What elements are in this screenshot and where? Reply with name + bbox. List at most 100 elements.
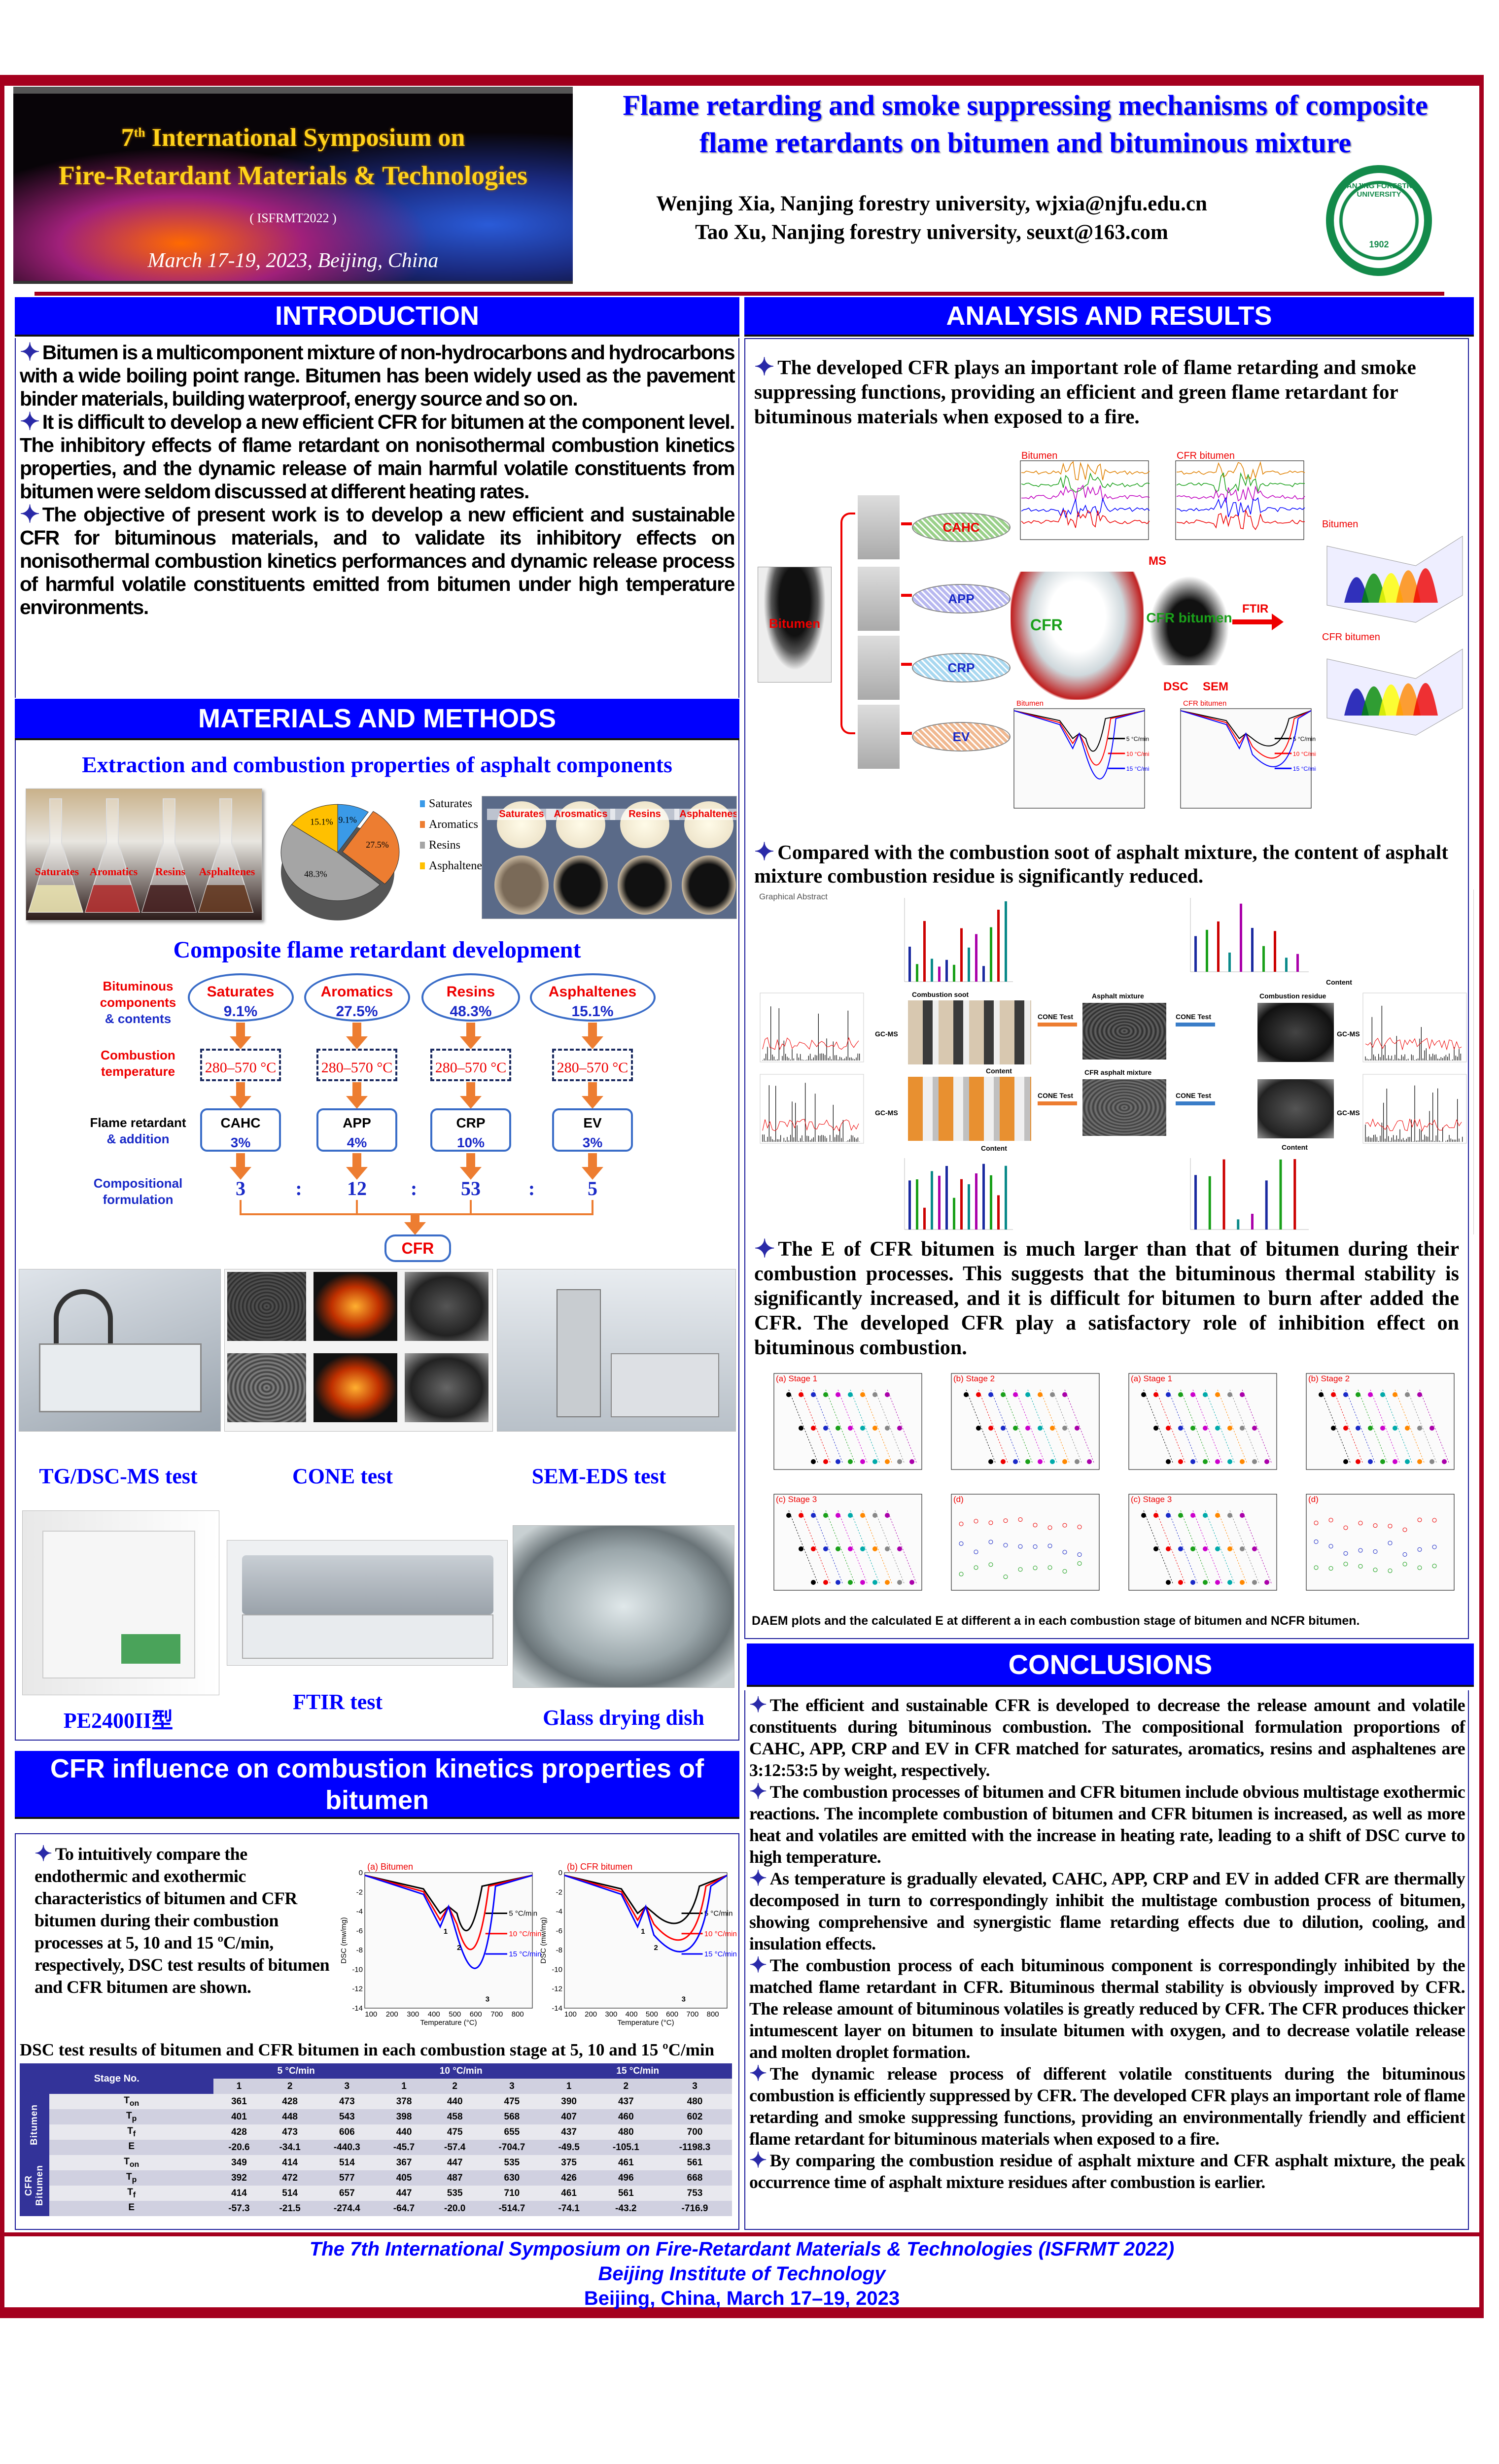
data-point	[1013, 1426, 1018, 1431]
fit-line	[825, 1389, 856, 1464]
fit-line	[1027, 1389, 1058, 1464]
legend-swatch	[420, 842, 425, 849]
data-point	[1190, 1426, 1195, 1431]
value-cell: -57.3	[228, 2203, 250, 2214]
label-tg-dsc-ms: TG/DSC-MS test	[39, 1464, 198, 1488]
stage-number: 2	[594, 2079, 658, 2094]
data-point	[885, 1392, 890, 1397]
temperature-box: 280–570 °C	[316, 1049, 397, 1081]
legend-item: Saturates	[420, 793, 489, 814]
temperature-box: 280–570 °C	[430, 1049, 511, 1081]
group-label: Bitumen	[20, 2094, 49, 2155]
legend-label: 10 °C/min	[1293, 751, 1316, 757]
fit-line	[1205, 1389, 1235, 1464]
row-label-text: Compositional	[93, 1176, 183, 1191]
daem-plot: (b) Stage 2	[1306, 1373, 1455, 1470]
stage-number: 3	[657, 2079, 732, 2094]
ms-trace	[1021, 472, 1150, 493]
e-point	[988, 1520, 993, 1525]
data-point	[1319, 1392, 1324, 1397]
data-point	[811, 1426, 816, 1431]
dsc-curve-10	[564, 1875, 728, 1941]
ms-label: MS	[1149, 554, 1166, 568]
analysis-paragraph-1: The developed CFR plays an important rol…	[754, 356, 1416, 428]
ms-trace	[1021, 484, 1150, 502]
legend-swatch	[420, 800, 425, 807]
bar	[968, 1184, 970, 1230]
value-cell: 753	[687, 2188, 703, 2198]
data-point	[836, 1459, 840, 1464]
fit-line	[825, 1510, 856, 1585]
legend-label: 10 °C/min	[1126, 751, 1150, 757]
fit-line	[1003, 1389, 1033, 1464]
data-point	[1380, 1426, 1385, 1431]
table-caption: DSC test results of bitumen and CFR bitu…	[20, 2040, 715, 2059]
bar	[1194, 1175, 1197, 1230]
ratio-value: 3	[236, 1177, 245, 1199]
fit-line	[1358, 1389, 1388, 1464]
university-logo: NANJING FORESTRY UNIVERSITY 1902	[1326, 165, 1432, 276]
label-cone: CONE test	[292, 1464, 393, 1488]
conclusions-heading: CONCLUSIONS	[747, 1643, 1474, 1687]
fit-line	[813, 1389, 843, 1464]
value-cell: -105.1	[612, 2142, 639, 2153]
data-point	[1153, 1426, 1158, 1431]
data-point	[885, 1580, 890, 1585]
spectrum-trace	[762, 1037, 859, 1050]
e-point	[1388, 1568, 1393, 1573]
fit-line	[887, 1389, 917, 1464]
data-point	[1227, 1513, 1232, 1518]
value-cell: -34.1	[279, 2142, 301, 2153]
fit-line	[1155, 1510, 1186, 1585]
parameter-subscript: on	[129, 2160, 139, 2169]
data-point	[1356, 1459, 1360, 1464]
stage-number: 2	[429, 2079, 481, 2094]
bracket-tick	[592, 1200, 593, 1215]
e-point	[1358, 1564, 1363, 1569]
bullet-star-icon: ✦	[749, 1867, 767, 1891]
component-name: Resins	[446, 984, 495, 1000]
e-point	[988, 1562, 993, 1567]
value-cell: 426	[561, 2172, 577, 2183]
title-line-2: flame retardants on bitumen and bitumino…	[699, 127, 1352, 159]
y-tick-label: -14	[552, 2004, 562, 2013]
fit-line	[1382, 1389, 1413, 1464]
bar	[1194, 936, 1197, 972]
data-point	[885, 1459, 890, 1464]
fit-line	[1040, 1389, 1070, 1464]
legend-item: Asphaltenes	[420, 856, 489, 876]
dsc-curve-5	[364, 1875, 533, 1931]
tg-dsc-ms-photo	[19, 1269, 221, 1432]
dsc-curve-5	[564, 1875, 728, 1924]
e-point	[1003, 1518, 1008, 1523]
introduction-body: ✦Bitumen is a multicomponent mixture of …	[15, 338, 739, 698]
data-point	[1240, 1546, 1245, 1551]
paragraph-text: The combustion process of each bituminou…	[749, 1955, 1465, 2062]
footer-line-3: Beijing, China, March 17–19, 2023	[584, 2288, 900, 2309]
e-point	[1077, 1561, 1082, 1566]
flask-thumbnail	[858, 705, 900, 769]
e-point	[1033, 1523, 1038, 1528]
e-point	[1062, 1523, 1067, 1528]
flask-liquid	[142, 885, 196, 912]
data-point	[836, 1392, 840, 1397]
y-tick-label: -6	[556, 1927, 562, 1935]
bar	[1251, 1214, 1254, 1230]
pie-value-label: 48.3%	[304, 869, 327, 879]
bullet-star-icon: ✦	[20, 408, 40, 436]
author-1: Wenjing Xia, Nanjing forestry university…	[656, 192, 1207, 215]
plot-area	[951, 1494, 1100, 1591]
data-point	[860, 1513, 865, 1518]
data-point	[1190, 1392, 1195, 1397]
value-cell: 514	[282, 2188, 298, 2198]
value-cell: 448	[282, 2111, 298, 2122]
daem-plot: (d)	[951, 1494, 1100, 1591]
footer-line-1: The 7th International Symposium on Fire-…	[309, 2238, 1175, 2260]
bar	[1296, 954, 1299, 972]
data-point	[1215, 1426, 1220, 1431]
kinetics-paragraph: To intuitively compare the endothermic a…	[35, 1844, 330, 1997]
group-name: Bitumen	[29, 2104, 39, 2145]
